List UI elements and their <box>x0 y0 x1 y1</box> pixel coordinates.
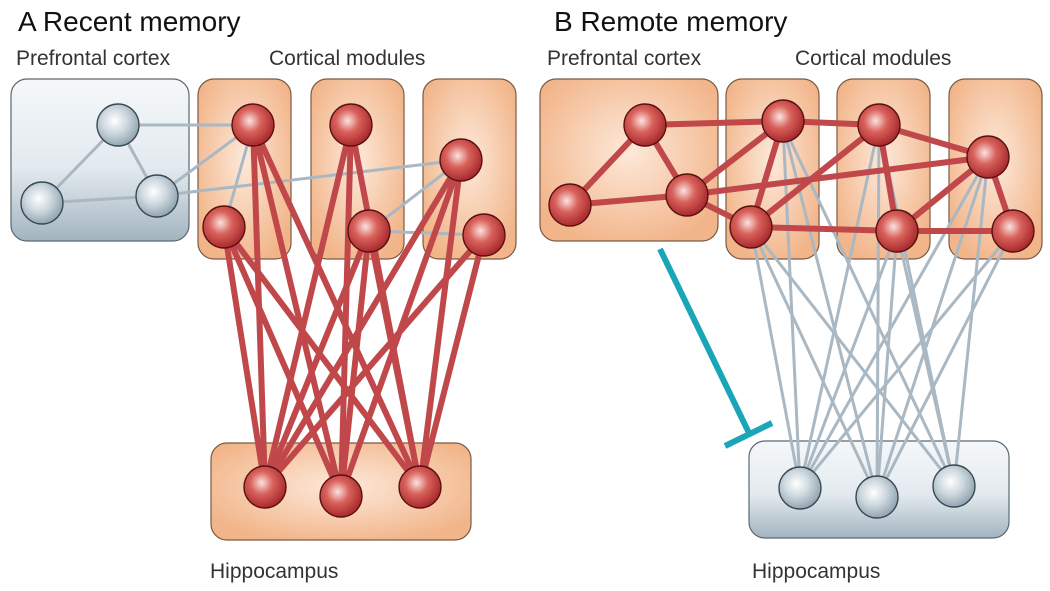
strong-link <box>642 118 786 128</box>
panel-a-prefrontal-label: Prefrontal cortex <box>16 47 171 70</box>
cortical-node <box>857 103 901 147</box>
panel-b-prefrontal-label: Prefrontal cortex <box>547 47 702 70</box>
strong-link <box>221 224 268 490</box>
panel-remote-memory: B Remote memory Prefrontal cortex Cortic… <box>539 6 1043 583</box>
cortical-node <box>991 209 1035 253</box>
panel-a-nodes <box>20 103 506 518</box>
strong-link <box>417 232 487 490</box>
strong-link <box>366 228 423 490</box>
weak-link <box>749 225 956 488</box>
strong-link <box>262 232 487 490</box>
cortical-node <box>966 135 1010 179</box>
strong-link <box>748 122 882 230</box>
strong-link <box>250 122 344 499</box>
hippocampus-node <box>319 474 363 518</box>
panel-b-hippocampus-label: Hippocampus <box>752 560 880 583</box>
strong-link <box>221 224 423 490</box>
cortical-node <box>231 103 275 147</box>
strong-link <box>262 157 464 490</box>
weak-link <box>749 225 802 490</box>
inhibition-arrow <box>657 247 774 449</box>
weak-link <box>875 123 881 499</box>
panel-a-modules-label: Cortical modules <box>269 47 425 70</box>
panel-b-title: B Remote memory <box>554 6 787 37</box>
cortical-node <box>875 209 919 253</box>
strong-link <box>221 224 344 499</box>
prefrontal-node <box>623 103 667 147</box>
weak-link <box>952 155 990 488</box>
weak-link <box>895 229 956 488</box>
strong-link <box>338 122 354 499</box>
cortical-node <box>462 213 506 257</box>
weak-link <box>875 229 899 499</box>
strong-link <box>262 122 354 490</box>
hippocampus-node <box>778 466 822 510</box>
hippocampus-node <box>932 464 976 508</box>
weak-link <box>798 229 899 490</box>
hippocampus-node <box>398 465 442 509</box>
weak-link <box>798 155 990 490</box>
cortical-node <box>729 205 773 249</box>
weak-link <box>155 158 463 198</box>
panel-b-nodes <box>548 99 1035 519</box>
weak-link <box>875 229 1015 499</box>
prefrontal-node <box>548 183 592 227</box>
strong-link <box>748 224 900 234</box>
hippocampus-node <box>243 465 287 509</box>
panel-b-weak-links <box>749 123 1015 499</box>
hippocampus-node <box>855 475 899 519</box>
prefrontal-node <box>665 173 709 217</box>
panel-a-strong-links <box>221 122 487 499</box>
strong-link <box>338 228 372 499</box>
cortical-node <box>761 99 805 143</box>
strong-link <box>262 228 372 490</box>
cortical-node <box>347 209 391 253</box>
strong-link <box>684 154 991 198</box>
strong-link <box>417 157 464 490</box>
cortical-node <box>202 205 246 249</box>
panel-b-modules-label: Cortical modules <box>795 47 951 70</box>
prefrontal-node <box>135 174 179 218</box>
weak-link <box>798 123 881 490</box>
prefrontal-node <box>20 181 64 225</box>
inhibition-line <box>657 247 752 435</box>
weak-link <box>749 225 879 499</box>
inhibition-bar <box>723 420 774 449</box>
panel-a-hippocampus-label: Hippocampus <box>210 560 338 583</box>
prefrontal-node <box>96 103 140 147</box>
panel-a-title: A Recent memory <box>18 6 241 37</box>
panel-recent-memory: A Recent memory Prefrontal cortex Cortic… <box>10 6 517 583</box>
cortical-node <box>439 138 483 182</box>
weak-link <box>798 229 1015 490</box>
cortical-node <box>329 103 373 147</box>
